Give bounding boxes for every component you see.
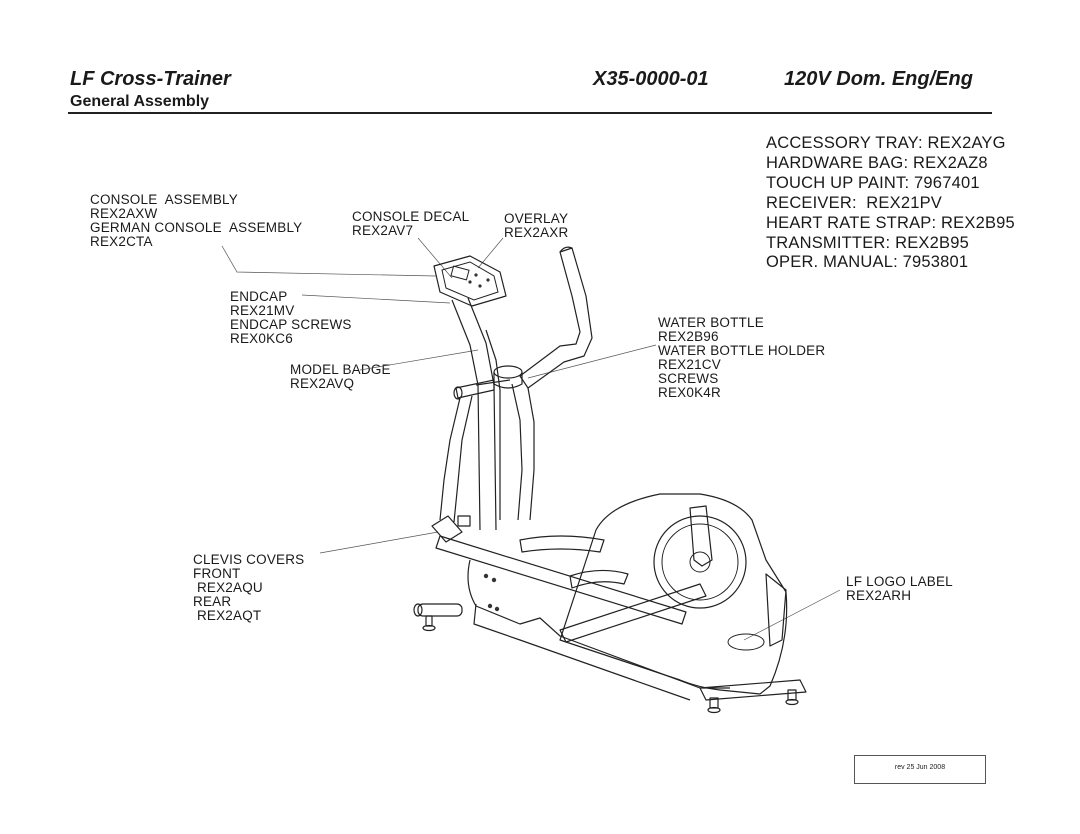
pedal-links [435, 535, 707, 643]
revision-box: rev 25 Jun 2008 [854, 755, 986, 784]
rear-base [699, 679, 807, 714]
accessory-item: TOUCH UP PAINT: 7967401 [766, 174, 980, 192]
console-decal-callout: CONSOLE DECAL REX2AV7 [352, 209, 470, 238]
accessory-item: TRANSMITTER: REX2B95 [766, 234, 969, 252]
accessory-item: RECEIVER: REX21PV [766, 194, 942, 212]
console-assembly-leader [221, 245, 437, 277]
accessory-item: ACCESSORY TRAY: REX2AYG [766, 134, 1006, 152]
endcap-callout: ENDCAP REX21MV ENDCAP SCREWS REX0KC6 [230, 289, 352, 346]
water-bottle-leader [527, 344, 657, 379]
main-frame [431, 246, 593, 543]
document-subtitle: General Assembly [70, 93, 210, 110]
water-bottle-callout: WATER BOTTLE REX2B96 WATER BOTTLE HOLDER… [658, 315, 826, 400]
accessory-item: HARDWARE BAG: REX2AZ8 [766, 154, 988, 172]
front-base [413, 559, 730, 701]
accessory-item: OPER. MANUAL: 7953801 [766, 253, 969, 271]
voltage-label: 120V Dom. Eng/Eng [784, 68, 973, 90]
document-title: LF Cross-Trainer [70, 68, 231, 90]
revision-text: rev 25 Jun 2008 [894, 764, 946, 771]
lf-logo-label-leader [743, 589, 841, 641]
console-decal-leader [417, 237, 453, 279]
part-number: X35-0000-01 [593, 68, 709, 90]
clevis-covers-leader [319, 531, 439, 554]
lf-logo-label-callout: LF LOGO LABEL REX2ARH [846, 574, 953, 603]
overlay-callout: OVERLAY REX2AXR [504, 211, 569, 240]
leader-lines [221, 237, 841, 641]
header-rule [68, 112, 992, 114]
endcap-leader [301, 294, 451, 304]
model-badge-leader [359, 349, 479, 371]
model-badge-callout: MODEL BADGE REX2AVQ [290, 362, 391, 391]
flywheel-housing [559, 493, 788, 695]
accessory-item: HEART RATE STRAP: REX2B95 [766, 214, 1015, 232]
console [433, 255, 507, 307]
clevis-covers-callout: CLEVIS COVERS FRONT REX2AQU REAR REX2AQT [193, 552, 305, 623]
console-assembly-callout: CONSOLE ASSEMBLY REX2AXW GERMAN CONSOLE … [90, 192, 303, 249]
overlay-leader [477, 237, 504, 269]
